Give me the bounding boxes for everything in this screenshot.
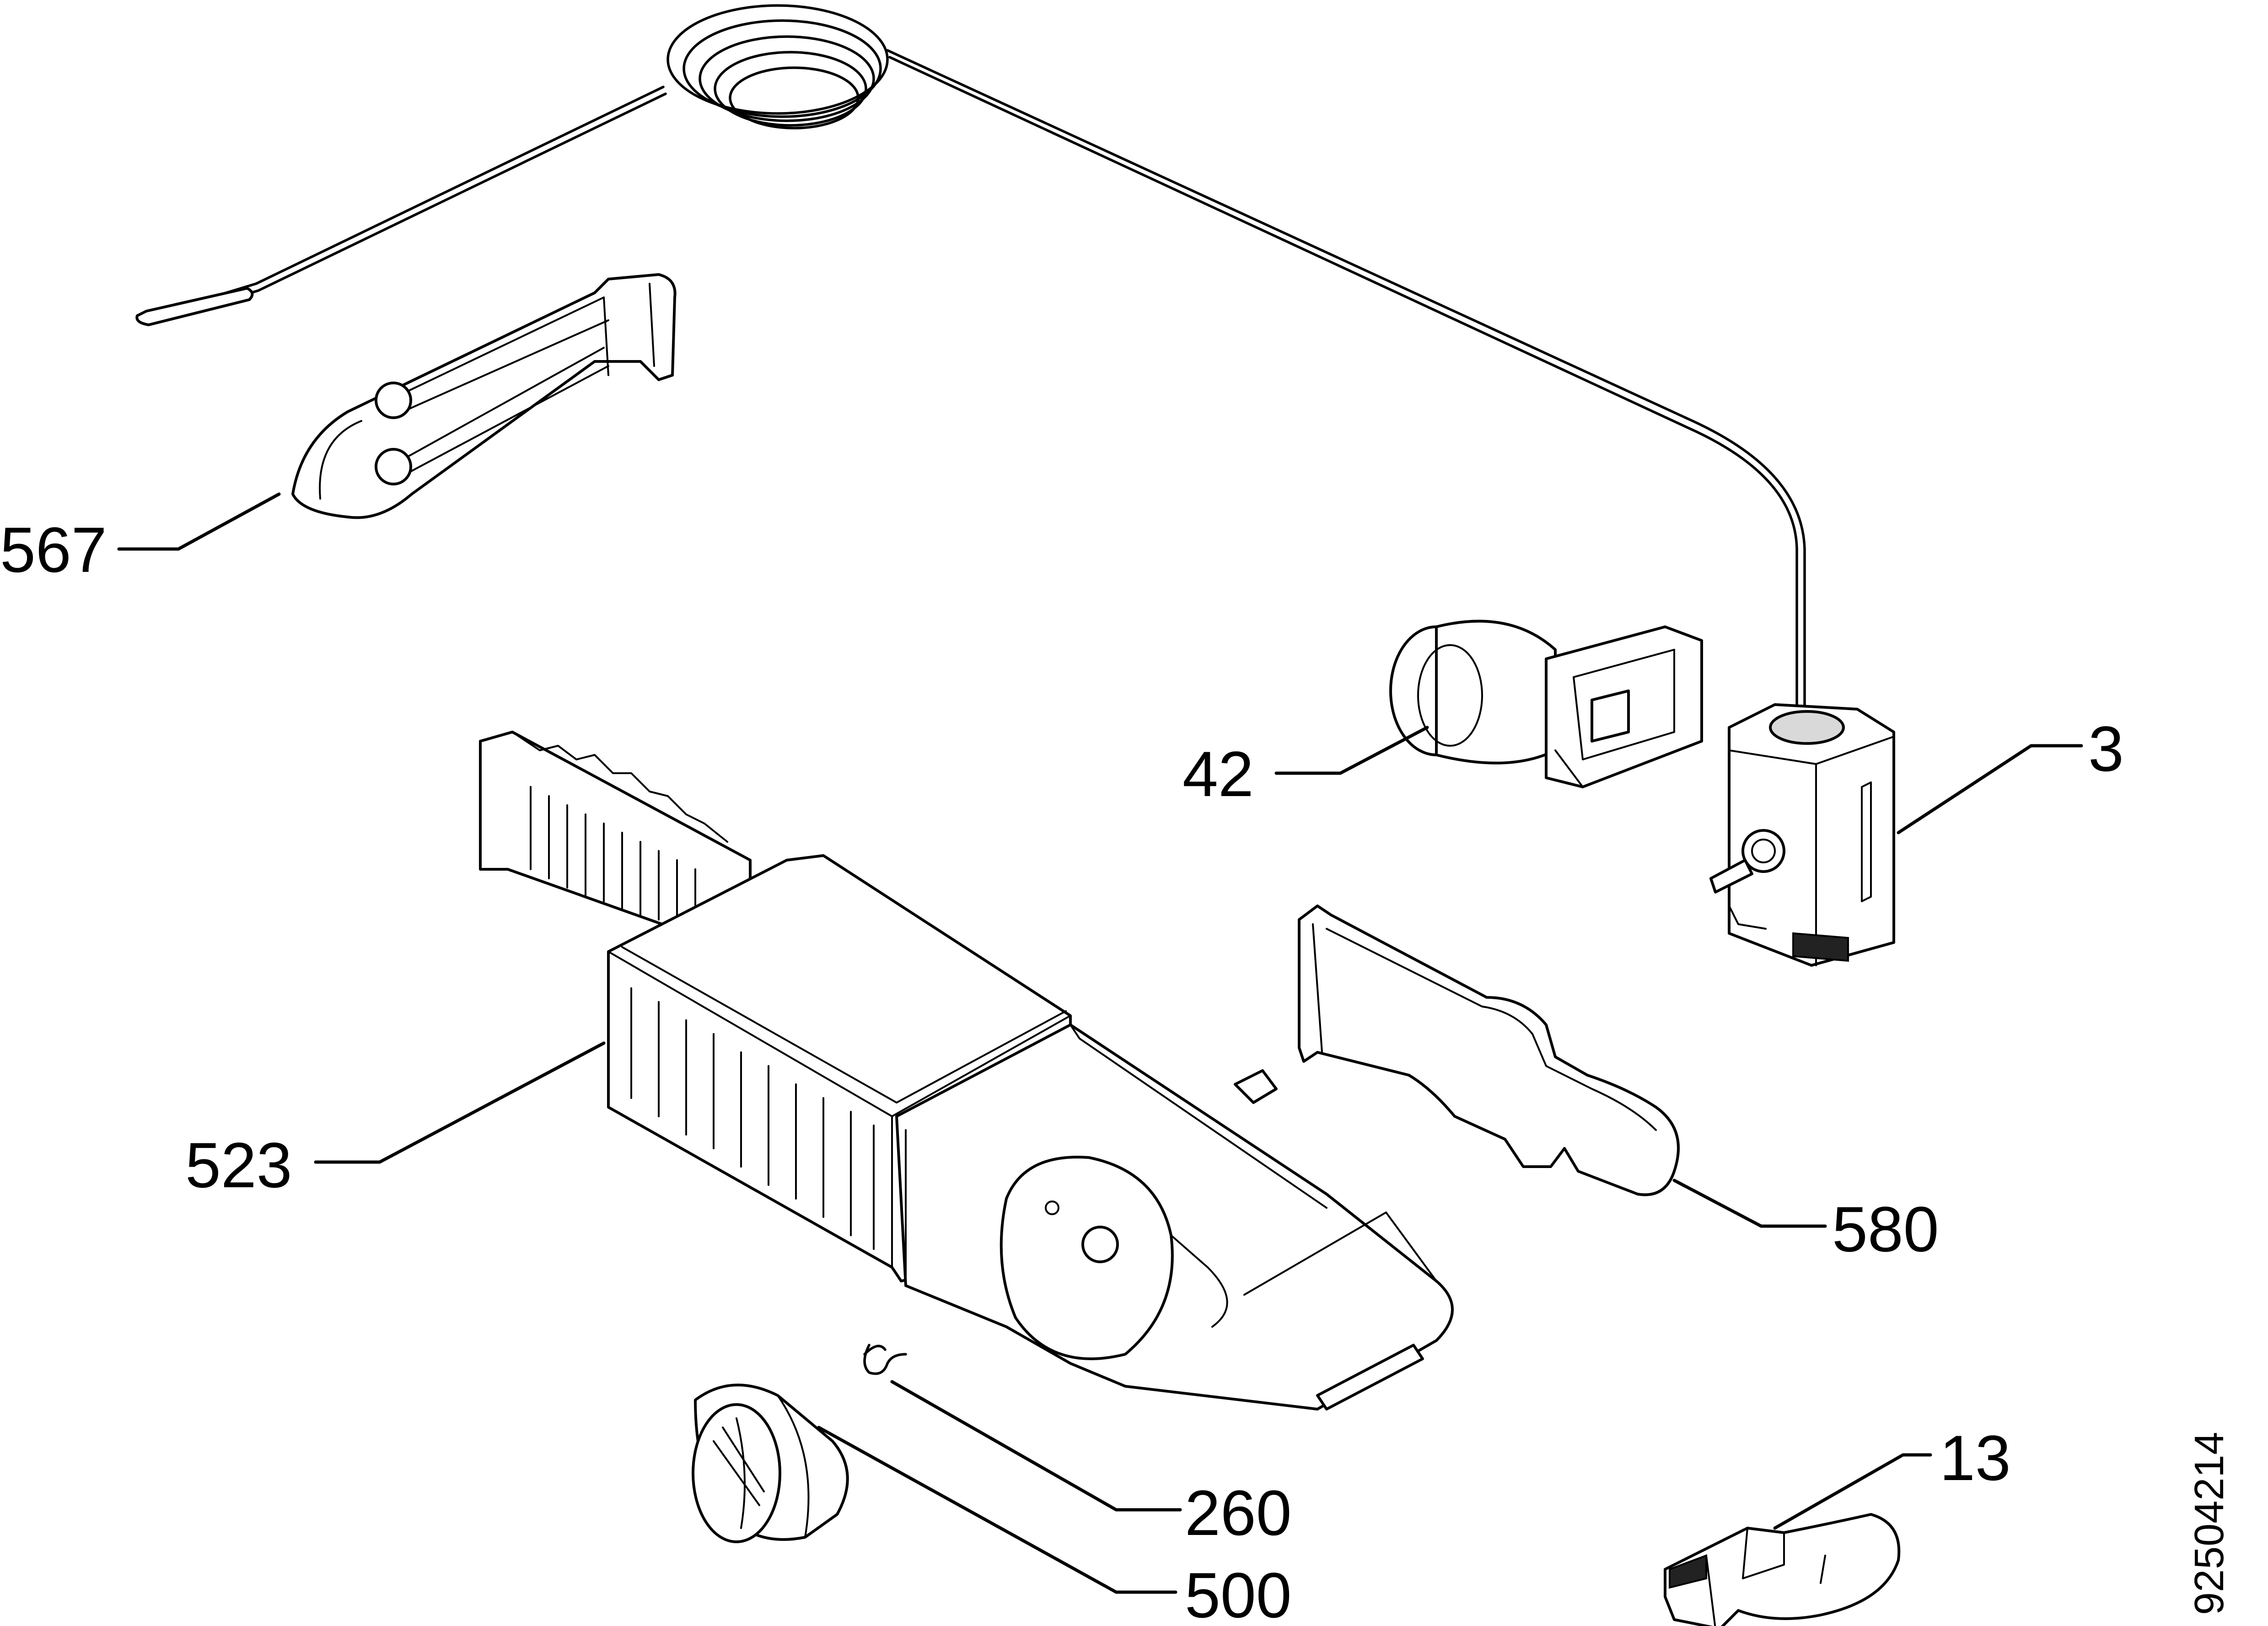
callout-580: 580 [1832, 1193, 1939, 1265]
spring-clip-part [863, 1344, 907, 1375]
thermostat-part [1709, 703, 1895, 967]
leader-lines [117, 492, 2083, 1594]
callout-13: 13 [1940, 1422, 2011, 1494]
sensor-clamp-part [291, 273, 677, 519]
callout-3: 3 [2088, 713, 2124, 785]
lamp-holder-part [1389, 619, 1703, 788]
knob-part [692, 1384, 849, 1543]
callout-260: 260 [1185, 1477, 1292, 1549]
drawing-number: 92504214 [2187, 1432, 2232, 1615]
callout-523: 523 [185, 1129, 292, 1201]
housing-part [479, 731, 1454, 1411]
callout-567: 567 [0, 514, 107, 586]
callout-500: 500 [1185, 1559, 1292, 1626]
knob-clip-part [1664, 1513, 1901, 1626]
cover-plate-part [1298, 905, 1680, 1196]
capillary-tube [135, 4, 1806, 715]
callout-42: 42 [1182, 738, 1254, 810]
